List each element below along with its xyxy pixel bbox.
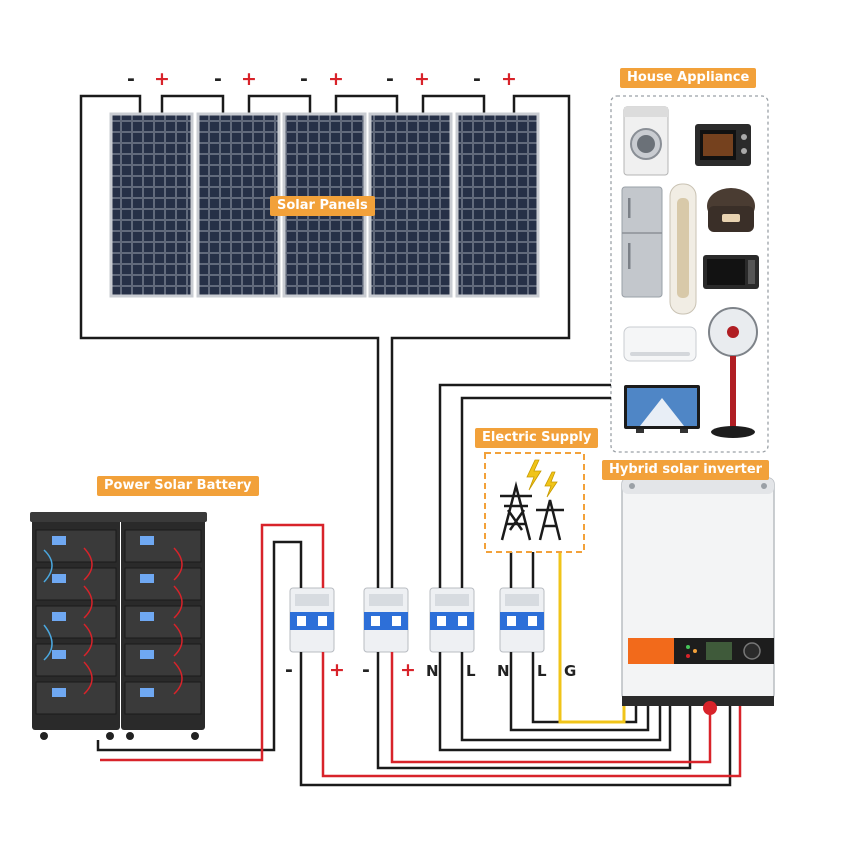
panel-plus: +	[241, 68, 257, 90]
hybrid-inverter-label: Hybrid solar inverter	[602, 460, 770, 480]
panel-minus: -	[386, 68, 394, 90]
battery-rack	[30, 512, 207, 740]
panel-minus: -	[300, 68, 308, 90]
ground-wire	[558, 552, 626, 724]
house-appliance-label: House Appliance	[620, 68, 757, 88]
grid-breaker-n: N	[497, 662, 510, 680]
panel-minus: -	[127, 68, 135, 90]
panel-minus: -	[473, 68, 481, 90]
fan-icon	[708, 307, 758, 438]
battery-breaker-minus: -	[285, 659, 293, 681]
solar-panel	[109, 112, 194, 298]
panel-plus: +	[328, 68, 344, 90]
grid-breaker-g: G	[564, 662, 577, 680]
air-conditioner-icon	[623, 326, 697, 362]
circuit-breaker	[499, 587, 545, 653]
solar-panel-array	[109, 112, 540, 298]
ac-wiring	[96, 383, 732, 787]
load-breaker-n: N	[426, 662, 439, 680]
panel-plus: +	[501, 68, 517, 90]
solar-panel	[455, 112, 540, 298]
battery-breaker-plus: +	[329, 659, 345, 681]
inverter-icon	[621, 477, 775, 715]
lightning-icon	[526, 459, 542, 491]
panel-plus: +	[154, 68, 170, 90]
appliance-panel	[610, 95, 769, 453]
panel-plus: +	[414, 68, 430, 90]
tv-icon	[624, 385, 700, 433]
pv-string-wiring	[79, 94, 571, 578]
tower-ac-icon	[669, 183, 697, 315]
washing-machine-icon	[623, 106, 669, 176]
grid-breaker-l: L	[537, 662, 547, 680]
battery-label: Power Solar Battery	[97, 476, 259, 496]
electric-supply-label: Electric Supply	[475, 428, 599, 448]
fridge-icon	[621, 186, 663, 298]
pv-breaker-minus: -	[362, 659, 370, 681]
lightning-icon	[544, 471, 558, 498]
panel-minus: -	[214, 68, 222, 90]
rice-cooker-icon	[707, 188, 755, 232]
circuit-breaker	[429, 587, 475, 653]
solar-panel	[196, 112, 281, 298]
dc-positive-wiring	[100, 523, 742, 778]
load-breaker-l: L	[466, 662, 476, 680]
pv-breaker-plus: +	[400, 659, 416, 681]
grid-supply-box	[484, 452, 585, 553]
breaker-terminals	[299, 578, 535, 655]
circuit-breaker	[363, 587, 409, 653]
power-switch-icon	[703, 701, 717, 715]
power-tower-icon	[500, 481, 564, 541]
solar-panels-label: Solar Panels	[270, 196, 375, 216]
solar-panel	[368, 112, 453, 298]
circuit-breaker	[289, 587, 335, 653]
oven-icon	[695, 124, 751, 166]
microwave-icon	[703, 255, 759, 289]
